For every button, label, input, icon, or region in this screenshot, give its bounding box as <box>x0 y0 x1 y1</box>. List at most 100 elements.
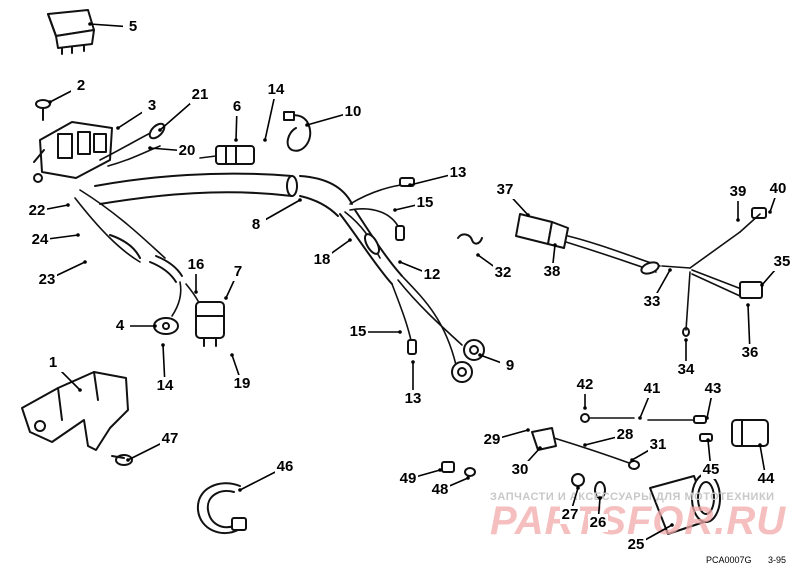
leader-tip-c2 <box>48 100 52 104</box>
callout-c3: 3 <box>148 97 156 114</box>
callout-bg-c35 <box>772 253 792 271</box>
callout-bg-c9 <box>500 357 520 375</box>
callout-bg-c22 <box>27 202 47 220</box>
callout-bg-c4 <box>110 317 130 335</box>
callout-c14b: 14 <box>157 377 174 394</box>
callout-bg-c30 <box>510 461 530 479</box>
leader-tip-c36 <box>746 303 750 307</box>
leader-tip-c1 <box>78 388 82 392</box>
leader-tip-c30 <box>538 446 542 450</box>
callout-bg-c46 <box>275 458 295 476</box>
leader-tip-c14a <box>263 138 267 142</box>
callout-bg-c20 <box>177 142 197 160</box>
callout-bg-c48 <box>430 481 450 499</box>
callout-bg-c15b <box>348 323 368 341</box>
callout-c38: 38 <box>544 263 561 280</box>
callout-bg-c49 <box>398 470 418 488</box>
callout-c13a: 13 <box>450 164 467 181</box>
callout-bg-c38 <box>542 263 562 281</box>
callout-c37: 37 <box>497 181 514 198</box>
clip-part <box>457 233 483 245</box>
callout-c46: 46 <box>277 458 294 475</box>
callout-bg-c1 <box>43 354 63 372</box>
part-illustrations <box>21 9 769 535</box>
callout-c30: 30 <box>512 461 529 478</box>
main-harness-sleeve <box>74 172 353 263</box>
callout-c35: 35 <box>774 253 791 270</box>
callout-bg-c34 <box>676 361 696 379</box>
callout-bg-c2 <box>71 77 91 95</box>
leader-tip-c31 <box>630 458 634 462</box>
callout-c2: 2 <box>77 77 85 94</box>
leader-tip-c35 <box>760 283 764 287</box>
leader-tip-c18 <box>348 238 352 242</box>
callout-bg-c18 <box>312 251 332 269</box>
callout-bg-c29 <box>482 431 502 449</box>
terminal-block-part <box>33 121 113 183</box>
callout-c28: 28 <box>617 426 634 443</box>
callout-bg-c25 <box>626 536 646 554</box>
callout-c33: 33 <box>644 293 661 310</box>
screw-part <box>35 99 51 121</box>
leader-tip-c5 <box>88 22 92 26</box>
nut-part-48 <box>464 467 476 477</box>
callout-bg-c28 <box>615 426 635 444</box>
callout-bg-c13a <box>448 164 468 182</box>
connector-part <box>199 145 255 165</box>
callout-c31: 31 <box>650 436 667 453</box>
leader-tip-c9 <box>478 353 482 357</box>
leader-tip-c23 <box>83 260 87 264</box>
leader-tip-c6 <box>234 138 238 142</box>
leader-tip-c3 <box>116 126 120 130</box>
leader-tip-c21 <box>158 128 162 132</box>
callout-c42: 42 <box>577 376 594 393</box>
callout-c8: 8 <box>252 216 260 233</box>
callout-bg-c19 <box>232 375 252 393</box>
callout-c47: 47 <box>162 430 179 447</box>
bolt-part <box>111 454 133 466</box>
callout-bg-c44 <box>756 470 776 488</box>
drawing-date: 3-95 <box>768 555 786 565</box>
callout-c29: 29 <box>484 431 501 448</box>
leader-tip-c45 <box>706 438 710 442</box>
leader-tip-c4 <box>153 324 157 328</box>
callout-bg-c40 <box>768 180 788 198</box>
callout-c15a: 15 <box>417 194 434 211</box>
leader-tip-c26 <box>598 496 602 500</box>
leader-tip-c39 <box>736 218 740 222</box>
callout-c41: 41 <box>644 380 661 397</box>
callout-bg-c3 <box>142 97 162 115</box>
leader-tip-c38 <box>553 243 557 247</box>
callout-bg-c23 <box>37 271 57 289</box>
leader-tip-c32 <box>476 253 480 257</box>
callout-bg-c7 <box>228 263 248 281</box>
callout-bg-c5 <box>123 18 143 36</box>
callout-c19: 19 <box>234 375 251 392</box>
leader-tip-c44 <box>758 443 762 447</box>
leader-tip-c27 <box>576 486 580 490</box>
callout-bg-c6 <box>227 98 247 116</box>
callout-c49: 49 <box>400 470 417 487</box>
leader-tip-c46 <box>238 488 242 492</box>
callout-c21: 21 <box>192 86 209 103</box>
callout-c14a: 14 <box>268 81 285 98</box>
callout-c48: 48 <box>432 481 449 498</box>
callout-bg-c37 <box>495 181 515 199</box>
callout-bg-c41 <box>642 380 662 398</box>
callout-c25: 25 <box>628 536 645 553</box>
leader-tip-c37 <box>526 213 530 217</box>
callout-c40: 40 <box>770 180 787 197</box>
leader-tip-c8 <box>298 198 302 202</box>
light-socket-lead <box>531 427 640 470</box>
callout-bg-c45 <box>701 461 721 479</box>
leader-tip-c12 <box>398 260 402 264</box>
callout-bg-c36 <box>740 344 760 362</box>
callout-c36: 36 <box>742 344 759 361</box>
leader-tip-c25 <box>670 523 674 527</box>
watermark-tagline: ЗАПЧАСТИ И АКСЕССУАРЫ ДЛЯ МОТОТЕХНИКИ <box>490 491 775 503</box>
callout-c26: 26 <box>590 514 607 531</box>
callout-bg-c21 <box>190 86 210 104</box>
callout-c23: 23 <box>39 271 56 288</box>
callout-bg-c14b <box>155 377 175 395</box>
